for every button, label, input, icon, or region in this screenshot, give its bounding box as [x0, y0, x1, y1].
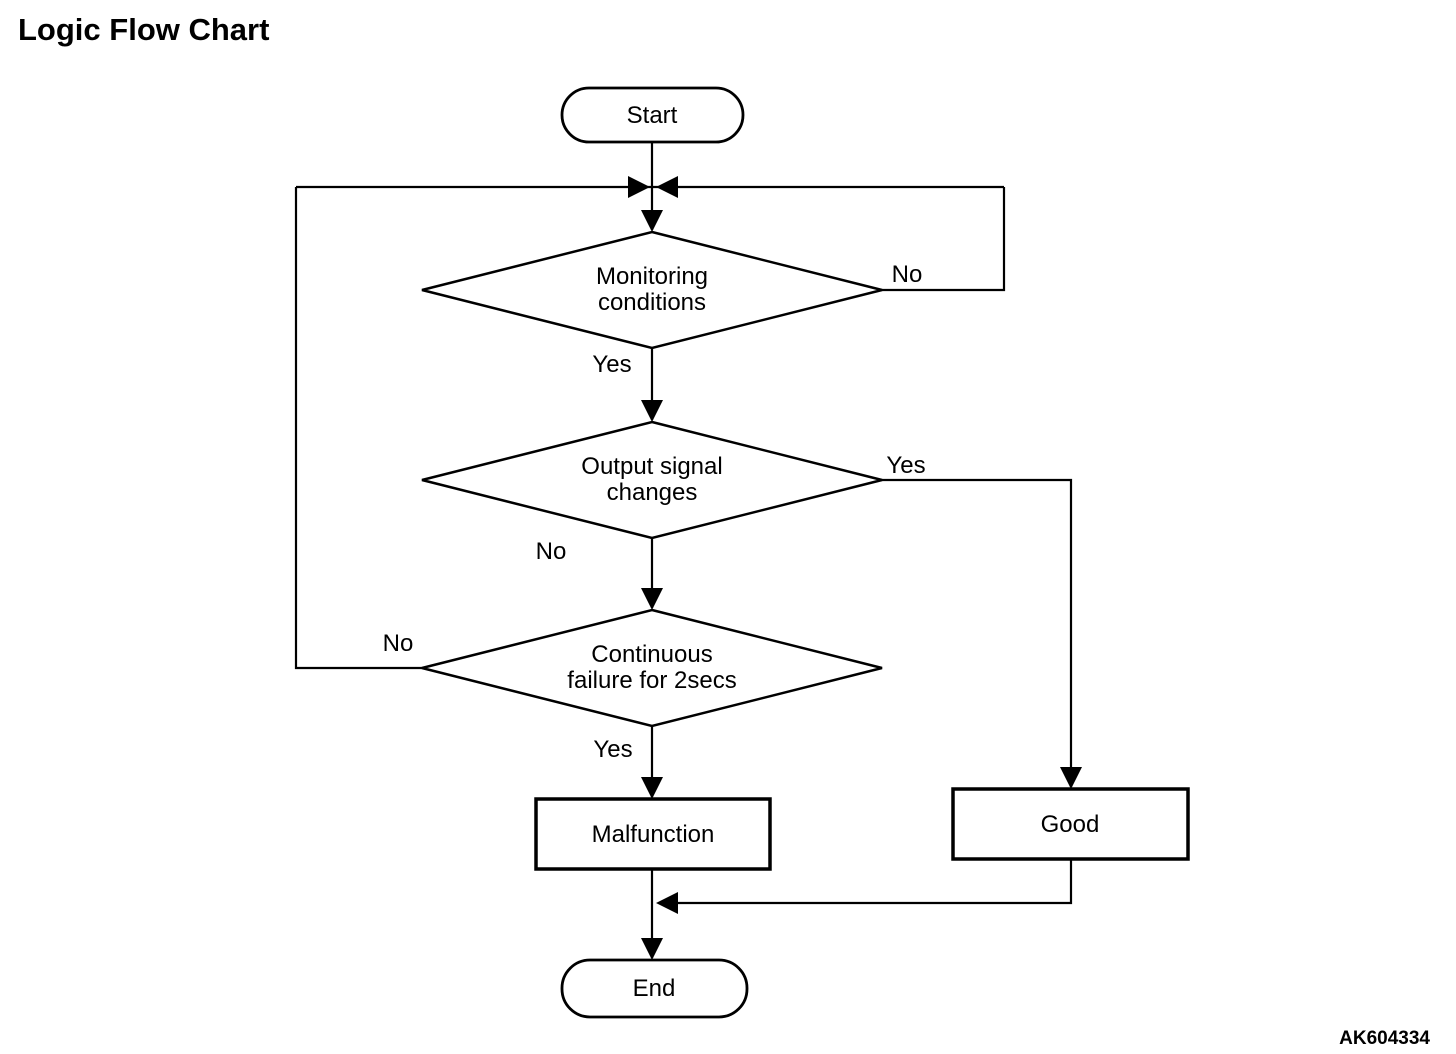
edge-label-monitoring-yes: Yes [592, 351, 631, 378]
edge-continuous-no-loop [294, 187, 422, 670]
page-title: Logic Flow Chart [18, 12, 269, 47]
node-continuous-label-line1: Continuous [591, 641, 712, 668]
node-output-label-line1: Output signal [581, 453, 722, 480]
junction-arrow-left-icon [656, 176, 678, 198]
edge-label-continuous-yes: Yes [593, 736, 632, 763]
node-good-label: Good [1041, 811, 1100, 838]
arrowhead-down-icon [641, 400, 663, 422]
node-malfunction [534, 797, 772, 871]
edge-label-continuous-no: No [383, 630, 414, 657]
node-continuous-failure [421, 608, 883, 728]
junction-arrow-right-icon [628, 176, 650, 198]
node-continuous-label-line2: failure for 2secs [567, 667, 736, 694]
node-end [560, 958, 749, 1019]
node-end-label: End [633, 975, 676, 1002]
node-output-label-line2: changes [607, 479, 698, 506]
arrowhead-down-icon [641, 210, 663, 232]
node-monitoring-conditions [421, 230, 883, 350]
edge-label-output-no: No [536, 538, 567, 565]
edge-label-output-yes: Yes [886, 452, 925, 479]
arrowhead-down-icon [641, 938, 663, 960]
node-output-signal-changes [421, 420, 883, 540]
edge-output-yes-to-good [882, 478, 1073, 787]
figure-code: AK604334 [1339, 1028, 1430, 1049]
node-start [560, 86, 745, 144]
edge-good-to-merge [678, 859, 1073, 905]
arrowhead-down-icon [641, 777, 663, 799]
edge-label-monitoring-no: No [892, 261, 923, 288]
node-good [951, 787, 1190, 861]
node-monitoring-label-line2: conditions [598, 289, 706, 316]
node-start-label: Start [627, 102, 678, 129]
edge-monitoring-no-loop [882, 187, 1006, 292]
arrowhead-down-icon [1060, 767, 1082, 789]
arrowhead-left-icon [656, 892, 678, 914]
node-monitoring-label-line1: Monitoring [596, 263, 708, 290]
arrowhead-down-icon [641, 588, 663, 610]
node-malfunction-label: Malfunction [592, 821, 715, 848]
